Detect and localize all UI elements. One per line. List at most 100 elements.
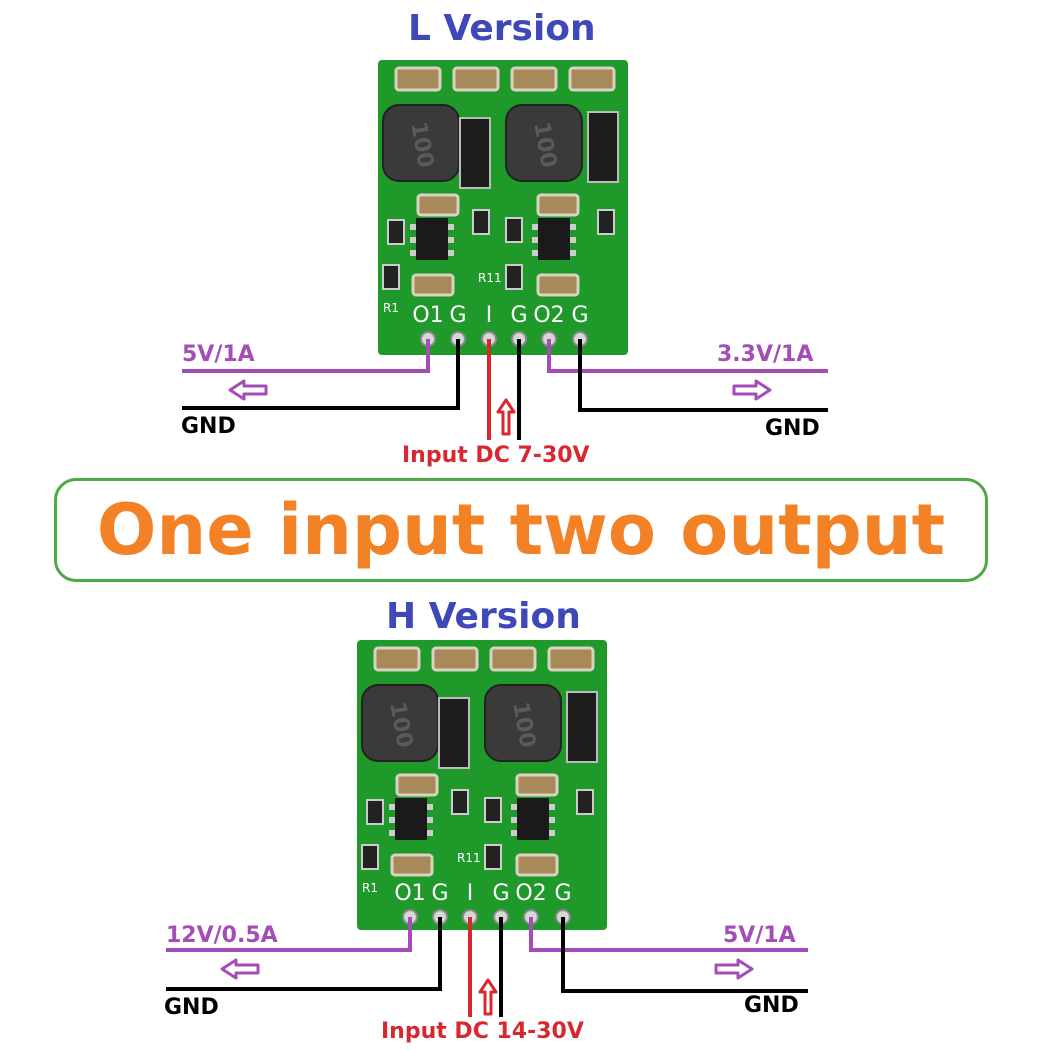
silk-r11: R11 [457,851,481,865]
pin-label-i: I [486,303,493,328]
resistor [597,209,615,235]
output1-wire [166,917,412,952]
gnd-right-wire [578,339,828,412]
ic-pin [427,830,433,836]
silk-r11: R11 [478,271,502,285]
resistor [451,789,469,815]
input-arrow-icon [496,398,516,436]
smd-capacitor [373,646,421,672]
diode [438,697,470,769]
ic-pin [570,250,576,256]
ic-chip [395,798,427,840]
ic-chip [517,798,549,840]
h-version-title: H Version [386,596,581,637]
output1-wire [182,339,430,373]
pin-label-o1: O1 [412,303,443,328]
smd-capacitor [510,66,558,92]
pin-label-o2: O2 [515,881,546,906]
gnd-right-wire [561,917,808,993]
ic-pin [549,817,555,823]
resistor [484,844,502,870]
resistor [484,797,502,823]
input-arrow-icon [478,978,498,1016]
ic-pin [389,817,395,823]
pin-label-i: I [467,881,474,906]
output2-wire [547,339,828,373]
resistor [505,264,523,290]
smd-capacitor [536,273,580,297]
ic-chip [538,218,570,260]
smd-capacitor [489,646,537,672]
l-output1-label: 5V/1A [182,342,255,367]
banner-text: One input two output [96,489,946,571]
ic-pin [511,817,517,823]
pin-label-o1: O1 [394,881,425,906]
smd-capacitor [536,193,580,217]
right-arrow-icon [732,379,772,401]
pin-label-g: G [492,881,509,906]
left-arrow-icon [228,379,268,401]
inductor [505,104,583,182]
ic-pin [448,237,454,243]
resistor [472,209,490,235]
pin-label-g: G [510,303,527,328]
ic-pin [549,830,555,836]
pin-label-g: G [571,303,588,328]
h-gnd-right-label: GND [744,993,799,1018]
ic-pin [410,224,416,230]
left-arrow-icon [220,958,260,980]
l-gnd-left-label: GND [181,414,236,439]
h-gnd-left-label: GND [164,995,219,1020]
l-gnd-right-label: GND [765,416,820,441]
pin-label-g: G [554,881,571,906]
ic-pin [549,804,555,810]
h-output1-label: 12V/0.5A [166,923,278,948]
ic-pin [410,250,416,256]
ic-pin [570,237,576,243]
silk-r1: R1 [383,301,399,315]
ic-pin [389,830,395,836]
smd-capacitor [515,773,559,797]
ic-pin [532,237,538,243]
gnd-left-wire [182,339,460,410]
smd-capacitor [394,66,442,92]
resistor [361,844,379,870]
smd-capacitor [547,646,595,672]
smd-capacitor [395,773,439,797]
ic-pin [532,250,538,256]
smd-capacitor [411,273,455,297]
output2-wire [529,917,808,952]
diode [459,117,491,189]
smd-capacitor [431,646,479,672]
ic-pin [511,804,517,810]
l-output2-label: 3.3V/1A [717,342,814,367]
resistor [505,217,523,243]
l-input-label: Input DC 7-30V [402,443,590,468]
diode [566,691,598,763]
ic-pin [570,224,576,230]
resistor [387,219,405,245]
diode [587,111,619,183]
ic-pin [511,830,517,836]
ic-pin [389,804,395,810]
ic-pin [448,224,454,230]
l-version-title: L Version [408,8,596,49]
ic-pin [427,804,433,810]
resistor [382,264,400,290]
pin-label-g: G [449,303,466,328]
inductor [484,684,562,762]
h-output2-label: 5V/1A [723,923,796,948]
gnd-left-wire [166,917,442,991]
ic-pin [532,224,538,230]
banner-box: One input two output [54,478,988,582]
smd-capacitor [416,193,460,217]
pin-label-o2: O2 [533,303,564,328]
ic-pin [427,817,433,823]
resistor [576,789,594,815]
resistor [366,799,384,825]
ic-pin [448,250,454,256]
